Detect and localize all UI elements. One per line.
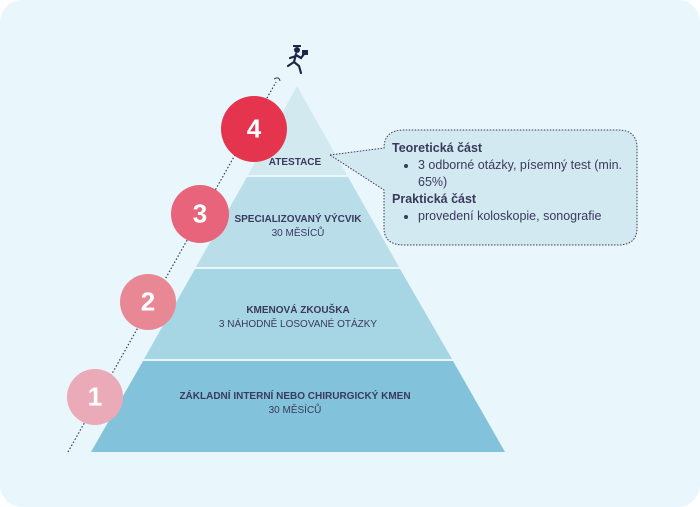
layer-2 <box>144 269 452 359</box>
level-3-label: SPECIALIZOVANÝ VÝCVIK 30 MĚSÍCŮ <box>234 213 361 241</box>
practical-heading: Praktická část <box>392 192 477 206</box>
level-1-label: ZÁKLADNÍ INTERNÍ NEBO CHIRURGICKÝ KMEN 3… <box>179 390 410 418</box>
step-circle-3 <box>171 185 229 243</box>
level-3-title: SPECIALIZOVANÝ VÝCVIK <box>234 214 362 225</box>
step-circle-2 <box>120 274 176 330</box>
step-number-1: 1 <box>87 381 103 412</box>
level-3-subtitle: 30 MĚSÍCŮ <box>271 228 325 239</box>
step-circle-1 <box>67 369 123 425</box>
theory-item: 3 odborné otázky, písemný test (min. 65%… <box>418 157 632 191</box>
running-businessman-icon <box>286 45 308 75</box>
line-end-hook <box>273 77 281 82</box>
layer-3 <box>196 177 399 267</box>
theory-heading: Teoretická část <box>392 141 483 155</box>
level-2-title: KMENOVÁ ZKOUŠKA <box>246 305 350 316</box>
level-2-subtitle: 3 NÁHODNĚ LOSOVANÉ OTÁZKY <box>218 319 378 330</box>
callout-bubble <box>328 129 638 246</box>
level-1-subtitle: 30 MĚSÍCŮ <box>268 405 322 416</box>
level-4-title: ATESTACE <box>268 157 322 168</box>
level-1-title: ZÁKLADNÍ INTERNÍ NEBO CHIRURGICKÝ KMEN <box>179 391 411 402</box>
level-2-label: KMENOVÁ ZKOUŠKA 3 NÁHODNĚ LOSOVANÉ OTÁZK… <box>219 304 377 332</box>
step-number-3: 3 <box>192 198 208 229</box>
layer-1 <box>91 361 505 452</box>
step-number-4: 4 <box>246 113 262 144</box>
level-4-label: ATESTACE <box>269 156 321 170</box>
callout-text: Teoretická část 3 odborné otázky, písemn… <box>392 140 632 225</box>
step-circle-4 <box>221 96 287 162</box>
step-number-2: 2 <box>140 286 156 317</box>
practical-item: provedení koloskopie, sonografie <box>418 208 632 225</box>
